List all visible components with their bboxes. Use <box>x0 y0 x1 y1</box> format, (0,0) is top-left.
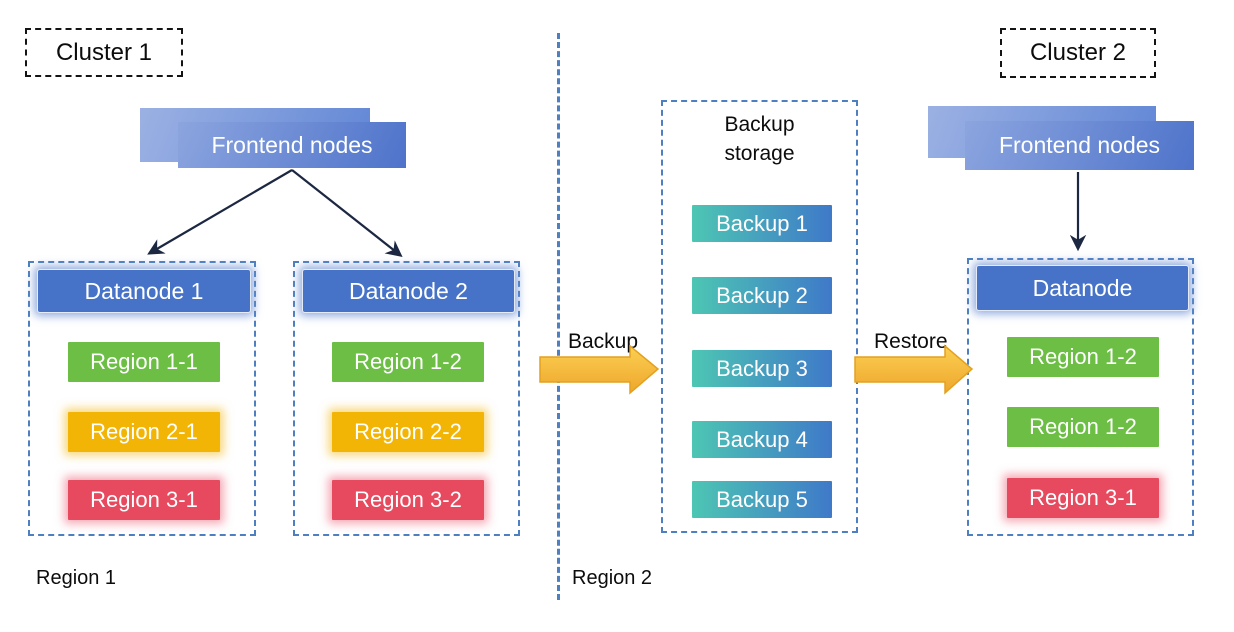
region-2-1-box: Region 2-1 <box>68 412 220 452</box>
backup-3-box: Backup 3 <box>692 350 832 387</box>
backup-flow-label: Backup <box>568 330 639 353</box>
cluster2-frontend-node: Frontend nodes <box>965 121 1194 170</box>
region-1-1-label: Region 1-1 <box>90 349 198 374</box>
restored-region-1-2b-label: Region 1-2 <box>1029 414 1137 439</box>
backup-4-label: Backup 4 <box>716 426 808 452</box>
cluster2-frontend-label: Frontend nodes <box>998 132 1161 158</box>
region-1-1-box: Region 1-1 <box>68 342 220 382</box>
region-3-2-box: Region 3-2 <box>332 480 484 520</box>
frontend-to-datanode1-arrow <box>147 169 293 255</box>
frontend-to-datanode2-arrow <box>291 169 403 258</box>
backup-5-label: Backup 5 <box>716 486 808 512</box>
restored-region-1-2a-box: Region 1-2 <box>1007 337 1159 377</box>
backup-storage-container: Backup storage Backup 1 Backup 2 Backup … <box>661 100 858 533</box>
cluster1-label: Cluster 1 <box>55 38 153 66</box>
cluster2-datanode-container: Datanode Region 1-2 Region 1-2 Region 3-… <box>967 258 1194 536</box>
cluster1-frontend-label: Frontend nodes <box>211 131 373 158</box>
region-separator-line <box>557 33 560 600</box>
region1-footer-label: Region 1 <box>36 567 117 589</box>
cluster2-label-box: Cluster 2 <box>1000 28 1156 78</box>
restored-region-1-2a-label: Region 1-2 <box>1029 344 1137 369</box>
datanode2-title: Datanode 2 <box>349 277 468 304</box>
region-3-2-label: Region 3-2 <box>354 487 462 512</box>
region-3-1-box: Region 3-1 <box>68 480 220 520</box>
region-2-2-label: Region 2-2 <box>354 419 462 444</box>
datanode1-title: Datanode 1 <box>84 277 204 304</box>
datanode1-header: Datanode 1 <box>38 270 250 312</box>
datanode2-header: Datanode 2 <box>303 270 514 312</box>
cluster1-frontend-node: Frontend nodes <box>178 122 406 168</box>
region-1-2-box: Region 1-2 <box>332 342 484 382</box>
restored-region-1-2b-box: Region 1-2 <box>1007 407 1159 447</box>
restored-region-3-1-label: Region 3-1 <box>1029 485 1137 510</box>
region-1-2-label: Region 1-2 <box>354 349 462 374</box>
backup-5-box: Backup 5 <box>692 481 832 518</box>
restored-region-3-1-box: Region 3-1 <box>1007 478 1159 518</box>
backup-4-box: Backup 4 <box>692 421 832 458</box>
cluster2-datanode-title: Datanode <box>1032 274 1133 301</box>
cluster1-label-box: Cluster 1 <box>25 28 183 77</box>
region-2-2-box: Region 2-2 <box>332 412 484 452</box>
backup-2-box: Backup 2 <box>692 277 832 314</box>
region2-footer-label: Region 2 <box>572 567 653 589</box>
region-3-1-label: Region 3-1 <box>90 487 198 512</box>
backup-1-box: Backup 1 <box>692 205 832 242</box>
backup-1-label: Backup 1 <box>716 210 808 236</box>
backup-2-label: Backup 2 <box>716 282 808 308</box>
restore-flow-label: Restore <box>874 330 948 353</box>
cluster2-datanode-header: Datanode <box>977 266 1188 310</box>
backup-3-label: Backup 3 <box>716 355 808 381</box>
region-2-1-label: Region 2-1 <box>90 419 198 444</box>
datanode1-container: Datanode 1 Region 1-1 Region 2-1 Region … <box>28 261 256 536</box>
backup-storage-title: Backup storage <box>724 113 795 166</box>
datanode2-container: Datanode 2 Region 1-2 Region 2-2 Region … <box>293 261 520 536</box>
cluster2-label: Cluster 2 <box>1029 39 1127 66</box>
